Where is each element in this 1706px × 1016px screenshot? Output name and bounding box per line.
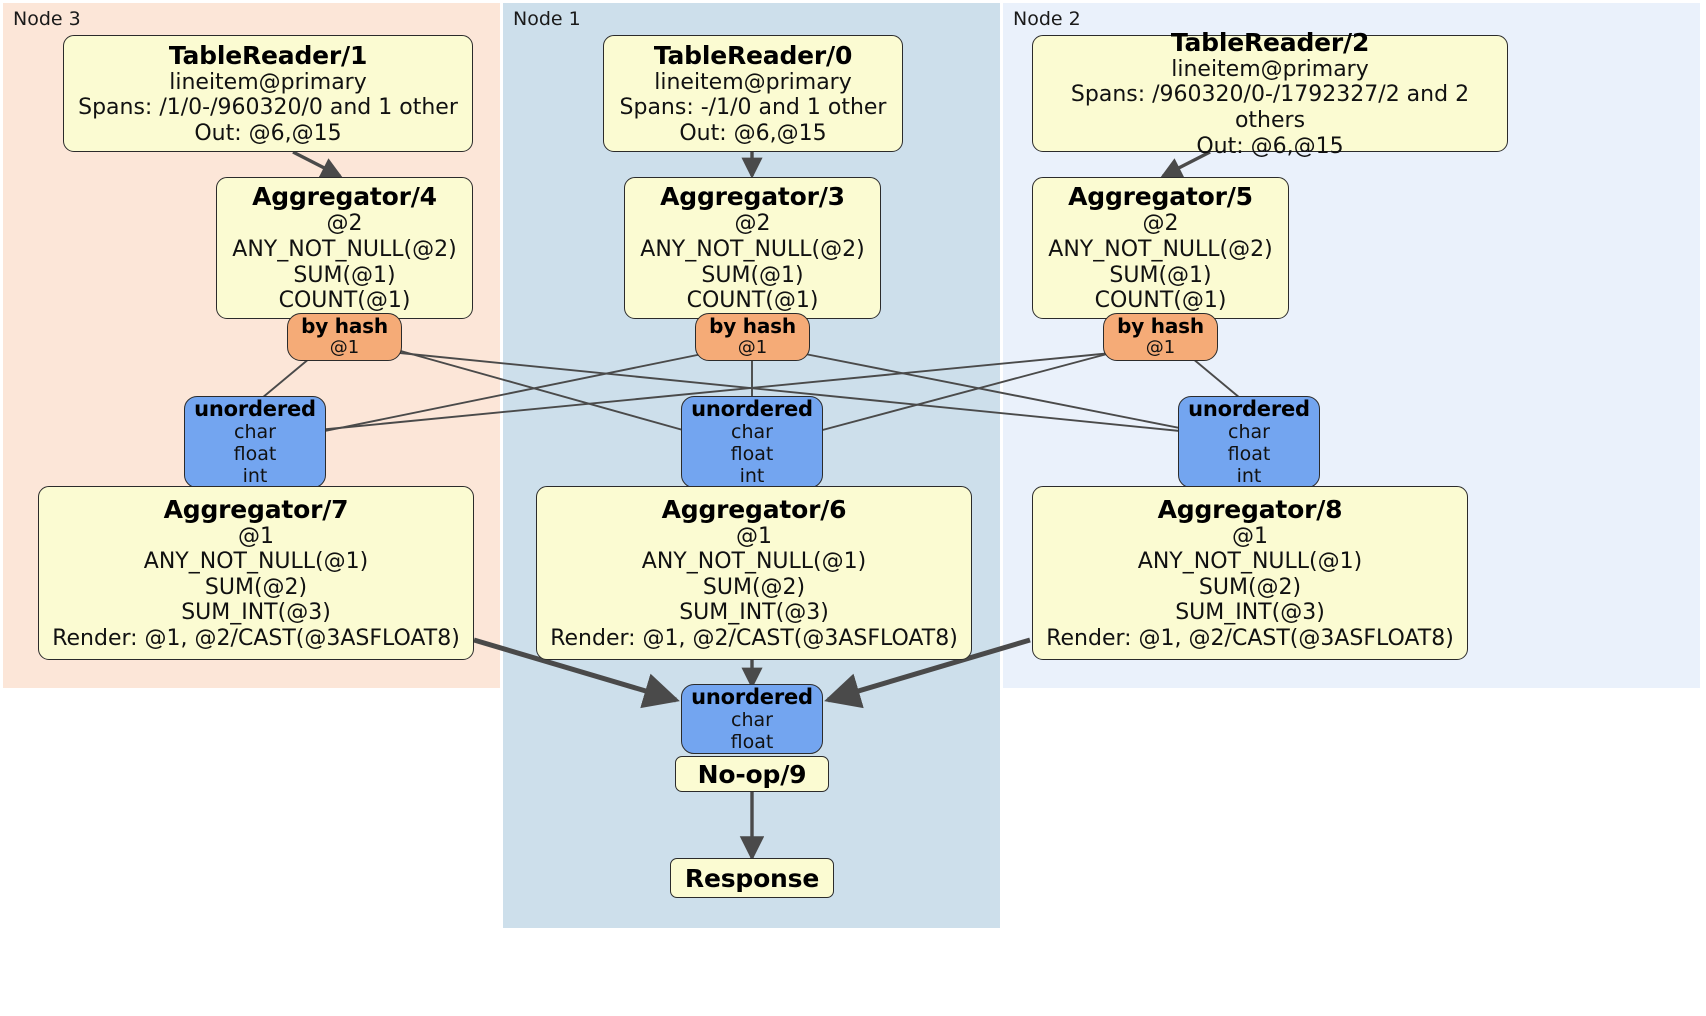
- node-line: SUM(@2): [1198, 574, 1302, 600]
- node-line: Out: @6,@15: [194, 120, 342, 146]
- panel-label-node-1: Node 1: [513, 8, 581, 30]
- node-line: Render: @1, @2/CAST(@3ASFLOAT8): [52, 625, 460, 651]
- node-title: Aggregator/6: [661, 494, 847, 524]
- node-line: SUM(@2): [204, 574, 308, 600]
- node-aggregator-4[interactable]: Aggregator/4 @2 ANY_NOT_NULL(@2) SUM(@1)…: [216, 177, 473, 319]
- receiver-unordered-6[interactable]: unordered char float int: [681, 396, 823, 488]
- node-line: ANY_NOT_NULL(@1): [641, 549, 867, 575]
- node-line: SUM_INT(@3): [181, 600, 331, 626]
- node-line: COUNT(@1): [278, 288, 411, 314]
- router-by-hash-4[interactable]: by hash @1: [287, 313, 402, 361]
- node-line: SUM(@2): [702, 574, 806, 600]
- node-table-reader-0[interactable]: TableReader/0 lineitem@primary Spans: -/…: [603, 35, 903, 152]
- node-line: Out: @6,@15: [1196, 133, 1344, 159]
- node-line: lineitem@primary: [654, 69, 852, 95]
- node-title: Aggregator/5: [1068, 182, 1253, 212]
- receiver-title: unordered: [691, 396, 813, 421]
- node-line: SUM_INT(@3): [1175, 600, 1325, 626]
- router-title: by hash: [709, 313, 796, 338]
- receiver-title: unordered: [194, 396, 316, 421]
- node-aggregator-3[interactable]: Aggregator/3 @2 ANY_NOT_NULL(@2) SUM(@1)…: [624, 177, 881, 319]
- node-line: Spans: /960320/0-/1792327/2 and 2 others: [1070, 82, 1470, 133]
- panel-label-node-2: Node 2: [1013, 8, 1081, 30]
- receiver-line: int: [242, 465, 268, 488]
- node-line: @2: [1142, 211, 1179, 237]
- node-title: Aggregator/3: [660, 182, 845, 212]
- node-title: TableReader/2: [1170, 27, 1370, 57]
- receiver-line: char: [731, 421, 773, 444]
- node-line: ANY_NOT_NULL(@1): [143, 549, 369, 575]
- node-line: @1: [736, 523, 772, 549]
- receiver-line: char: [731, 709, 773, 732]
- receiver-line: float: [730, 731, 774, 754]
- node-table-reader-2[interactable]: TableReader/2 lineitem@primary Spans: /9…: [1032, 28, 1508, 159]
- node-title: TableReader/0: [653, 40, 853, 70]
- node-line: SUM(@1): [701, 262, 804, 288]
- receiver-unordered-8[interactable]: unordered char float int: [1178, 396, 1320, 488]
- node-title: Aggregator/7: [163, 494, 349, 524]
- router-by-hash-5[interactable]: by hash @1: [1103, 313, 1218, 361]
- receiver-unordered-final[interactable]: unordered char float: [681, 684, 823, 754]
- receiver-line: float: [730, 443, 774, 466]
- receiver-line: char: [234, 421, 276, 444]
- router-line: @1: [329, 337, 360, 359]
- node-aggregator-5[interactable]: Aggregator/5 @2 ANY_NOT_NULL(@2) SUM(@1)…: [1032, 177, 1289, 319]
- node-line: @2: [734, 211, 771, 237]
- node-line: Spans: -/1/0 and 1 other: [619, 95, 887, 121]
- node-line: ANY_NOT_NULL(@2): [640, 236, 865, 262]
- node-aggregator-7[interactable]: Aggregator/7 @1 ANY_NOT_NULL(@1) SUM(@2)…: [38, 486, 474, 660]
- node-title: TableReader/1: [168, 40, 368, 70]
- node-line: SUM(@1): [293, 262, 396, 288]
- node-title: Aggregator/8: [1157, 494, 1343, 524]
- node-line: COUNT(@1): [1094, 288, 1227, 314]
- node-line: ANY_NOT_NULL(@2): [1048, 236, 1273, 262]
- node-line: Render: @1, @2/CAST(@3ASFLOAT8): [550, 625, 958, 651]
- router-by-hash-3[interactable]: by hash @1: [695, 313, 810, 361]
- node-title: No-op/9: [697, 759, 807, 789]
- node-table-reader-1[interactable]: TableReader/1 lineitem@primary Spans: /1…: [63, 35, 473, 152]
- node-line: Render: @1, @2/CAST(@3ASFLOAT8): [1046, 625, 1454, 651]
- router-line: @1: [737, 337, 768, 359]
- receiver-line: float: [233, 443, 277, 466]
- node-line: ANY_NOT_NULL(@2): [232, 236, 457, 262]
- node-line: SUM(@1): [1109, 262, 1212, 288]
- receiver-unordered-7[interactable]: unordered char float int: [184, 396, 326, 488]
- node-line: lineitem@primary: [1171, 56, 1369, 82]
- receiver-line: char: [1228, 421, 1270, 444]
- panel-label-node-3: Node 3: [13, 8, 81, 30]
- node-title: Aggregator/4: [252, 182, 437, 212]
- node-response[interactable]: Response: [670, 858, 834, 898]
- receiver-title: unordered: [691, 684, 813, 709]
- node-line: SUM_INT(@3): [679, 600, 829, 626]
- node-line: @1: [1232, 523, 1268, 549]
- router-title: by hash: [301, 313, 388, 338]
- node-aggregator-8[interactable]: Aggregator/8 @1 ANY_NOT_NULL(@1) SUM(@2)…: [1032, 486, 1468, 660]
- node-line: Spans: /1/0-/960320/0 and 1 other: [78, 95, 458, 121]
- receiver-line: int: [739, 465, 765, 488]
- node-line: @2: [326, 211, 363, 237]
- router-line: @1: [1145, 337, 1176, 359]
- receiver-title: unordered: [1188, 396, 1310, 421]
- receiver-line: float: [1227, 443, 1271, 466]
- node-no-op-9[interactable]: No-op/9: [675, 756, 829, 792]
- node-line: COUNT(@1): [686, 288, 819, 314]
- receiver-line: int: [1236, 465, 1262, 488]
- node-line: @1: [238, 523, 274, 549]
- node-line: lineitem@primary: [169, 69, 367, 95]
- node-aggregator-6[interactable]: Aggregator/6 @1 ANY_NOT_NULL(@1) SUM(@2)…: [536, 486, 972, 660]
- node-line: ANY_NOT_NULL(@1): [1137, 549, 1363, 575]
- node-title: Response: [684, 863, 820, 893]
- router-title: by hash: [1117, 313, 1204, 338]
- node-line: Out: @6,@15: [679, 120, 827, 146]
